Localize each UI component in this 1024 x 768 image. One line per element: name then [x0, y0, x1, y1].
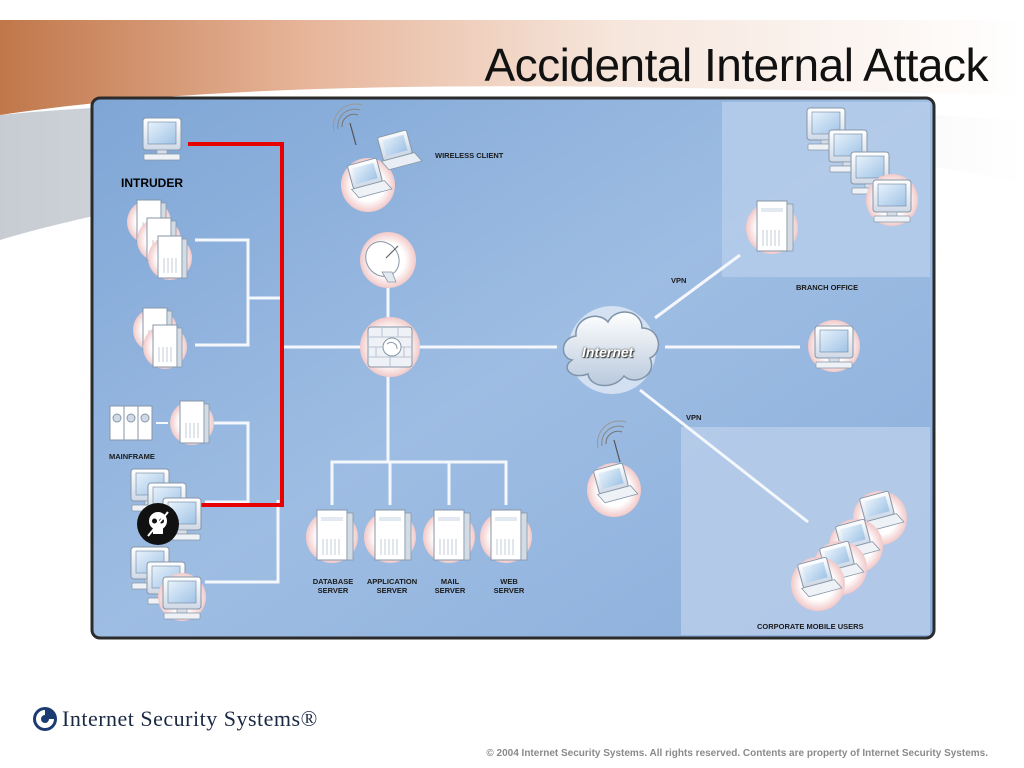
- firewall-icon: [360, 317, 420, 377]
- server-group-1: [127, 199, 192, 280]
- label-corporate-mobile-users: CORPORATE MOBILE USERS: [757, 622, 864, 631]
- label-intruder: INTRUDER: [121, 176, 183, 190]
- label-application-server: APPLICATION SERVER: [366, 577, 418, 595]
- satellite-dish-icon: [360, 232, 416, 288]
- skull-icon: [137, 503, 179, 545]
- label-mainframe: MAINFRAME: [109, 452, 155, 461]
- label-mail-server: MAIL SERVER: [434, 577, 466, 595]
- label-vpn-top: VPN: [671, 276, 687, 285]
- network-links: [195, 238, 809, 584]
- label-database-server: DATABASE SERVER: [312, 577, 354, 595]
- company-logo: Internet Security Systems®: [32, 703, 318, 735]
- attack-path: [185, 142, 284, 507]
- label-wireless-client: WIRELESS CLIENT: [435, 151, 504, 160]
- mainframe-server-icon: [170, 400, 214, 445]
- intruder-desktop-icon: [142, 117, 182, 161]
- copyright-notice: © 2004 Internet Security Systems. All ri…: [486, 748, 988, 759]
- branch-desktops: [806, 107, 918, 226]
- label-branch-office: BRANCH OFFICE: [796, 283, 859, 292]
- label-web-server: WEB SERVER: [493, 577, 525, 595]
- desktop-group-bottom: [130, 546, 206, 621]
- label-vpn-bottom: VPN: [686, 413, 702, 422]
- server-group-2: [133, 307, 187, 369]
- logo-text: Internet Security Systems®: [62, 706, 318, 731]
- label-internet: Internet: [582, 344, 634, 360]
- remote-desktop-icon: [808, 320, 860, 372]
- cloud-icon: [562, 306, 660, 394]
- iss-swirl-icon: [33, 707, 57, 731]
- wireless-client-icon: [332, 103, 423, 213]
- slide-title: Accidental Internal Attack: [484, 39, 988, 91]
- mainframe-icon: [109, 405, 153, 441]
